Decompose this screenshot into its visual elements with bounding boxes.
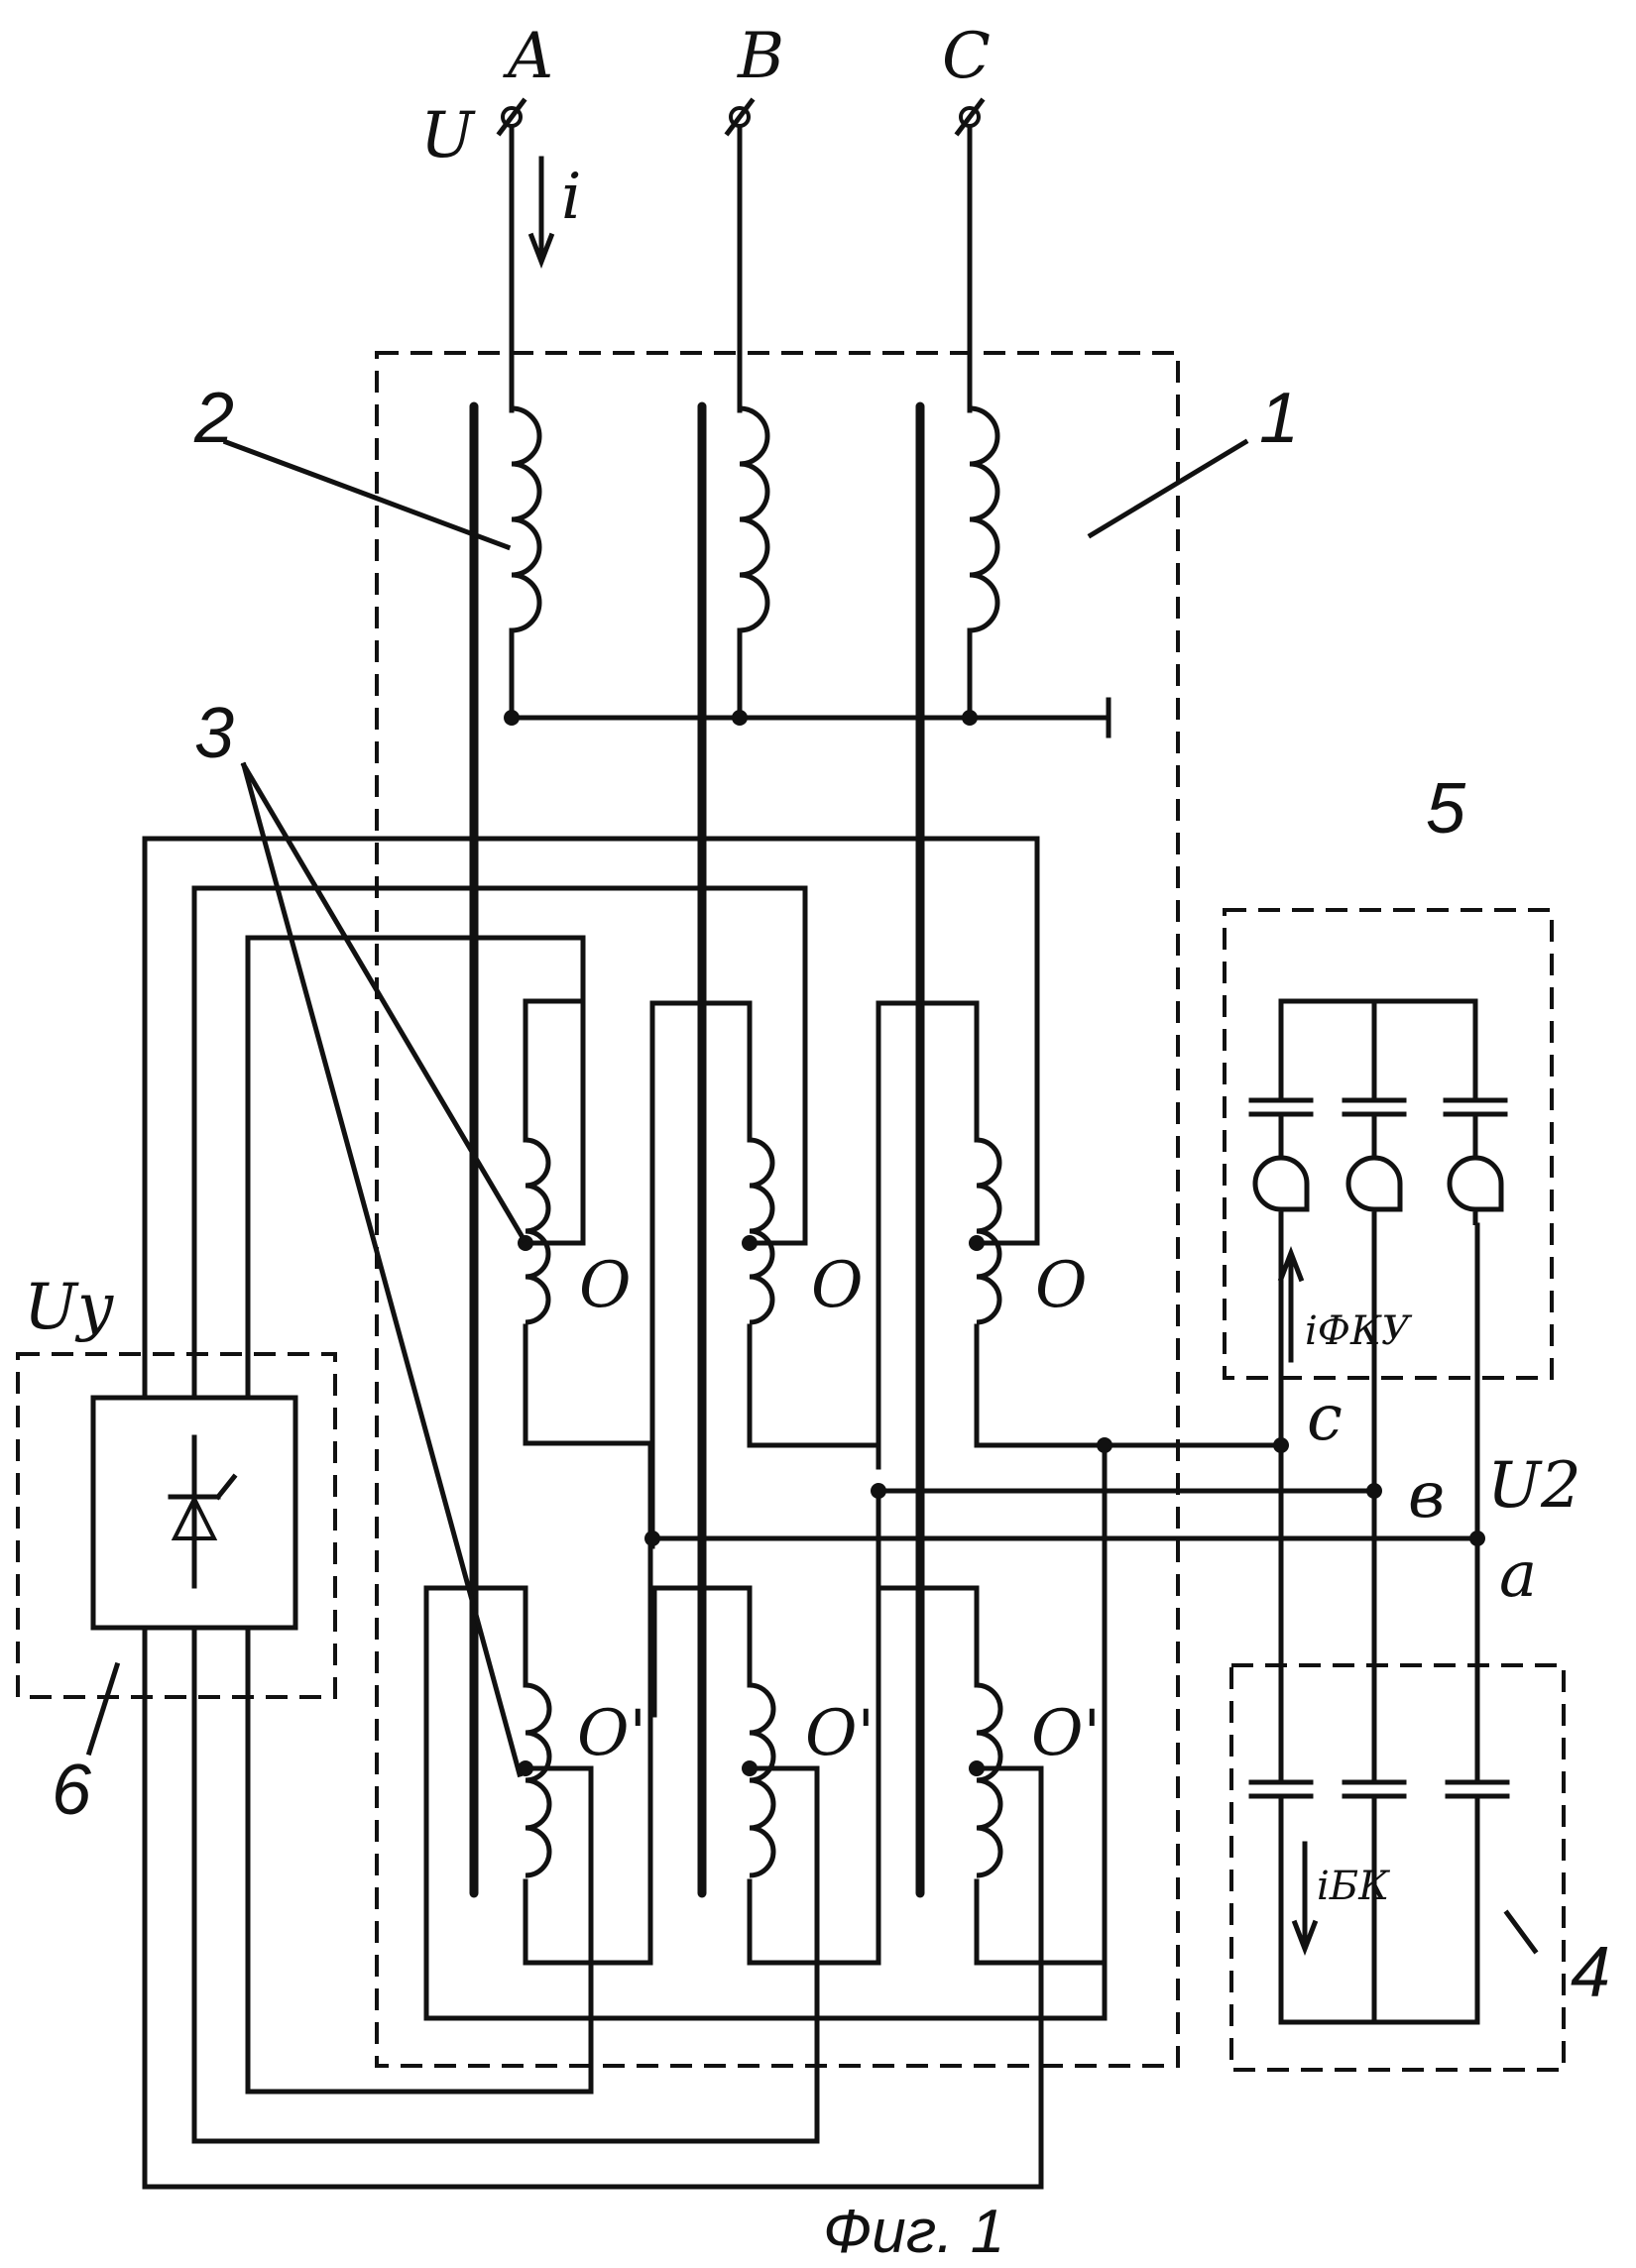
bk-current-label: iБК — [1317, 1864, 1390, 1909]
output-terminal-a: a — [1499, 1538, 1537, 1612]
filter-compensator-enclosure — [1223, 908, 1554, 1380]
primary-winding-coil — [969, 405, 1000, 633]
transformer-enclosure — [375, 351, 1180, 2068]
output-terminal-c: c — [1307, 1382, 1343, 1455]
neutral-bus — [504, 631, 1111, 738]
tap-label-lower-b: O' — [805, 1697, 875, 1770]
upper-secondary-coil — [525, 1137, 551, 1325]
control-wiring — [142, 836, 1044, 2190]
ref-4: 4 — [1571, 1933, 1610, 2012]
ref-3: 3 — [194, 694, 234, 773]
lower-secondary-coil — [525, 1682, 552, 1878]
supply-voltage-label: U — [420, 99, 476, 172]
primary-winding-coil — [511, 405, 542, 633]
fcu-reactor — [1345, 1114, 1403, 1225]
upper-secondary-coil — [749, 1137, 775, 1325]
output-voltage-label: U2 — [1487, 1449, 1581, 1523]
fcu-reactor — [1252, 1114, 1310, 1225]
magnetic-cores — [469, 401, 925, 1898]
output-buses — [644, 1437, 1485, 2021]
capacitor-bank — [1248, 1442, 1510, 2025]
secondary-windings — [518, 1137, 1003, 1878]
thyristor-block — [90, 1395, 298, 1631]
output-terminal-v: в — [1408, 1459, 1445, 1532]
primary-winding-coil — [739, 405, 770, 633]
thyristor-unit-enclosure — [16, 1352, 337, 1699]
phase-label-b: B — [737, 20, 784, 93]
ref-1: 1 — [1259, 379, 1299, 458]
leader-lines — [85, 438, 1539, 1955]
filter-compensator — [1248, 998, 1508, 1541]
supply-current-label: i — [561, 161, 581, 234]
supply-lines — [496, 97, 986, 413]
lower-secondary-coil — [749, 1682, 776, 1878]
lower-secondary-coil — [976, 1682, 1003, 1878]
tap-label-upper-a: O — [579, 1249, 631, 1322]
tap-label-lower-a: O' — [577, 1697, 646, 1770]
current-arrow-i — [527, 156, 555, 269]
lower-winding-wiring — [423, 1488, 1108, 2190]
ref-6: 6 — [52, 1751, 92, 1830]
ref-5: 5 — [1426, 769, 1466, 849]
tap-label-lower-c: O' — [1031, 1697, 1101, 1770]
upper-secondary-coil — [976, 1137, 1002, 1325]
phase-label-c: C — [942, 20, 991, 93]
phase-label-a: A — [503, 20, 553, 93]
fcu-current-label: iФКУ — [1305, 1308, 1413, 1354]
ref-2: 2 — [193, 379, 234, 458]
fcu-reactor — [1447, 1114, 1504, 1225]
tap-label-upper-c: O — [1035, 1249, 1087, 1322]
figure-caption: Фиг. 1 — [823, 2198, 1004, 2266]
control-voltage-label: Uy — [24, 1271, 114, 1344]
tap-label-upper-b: O — [811, 1249, 863, 1322]
